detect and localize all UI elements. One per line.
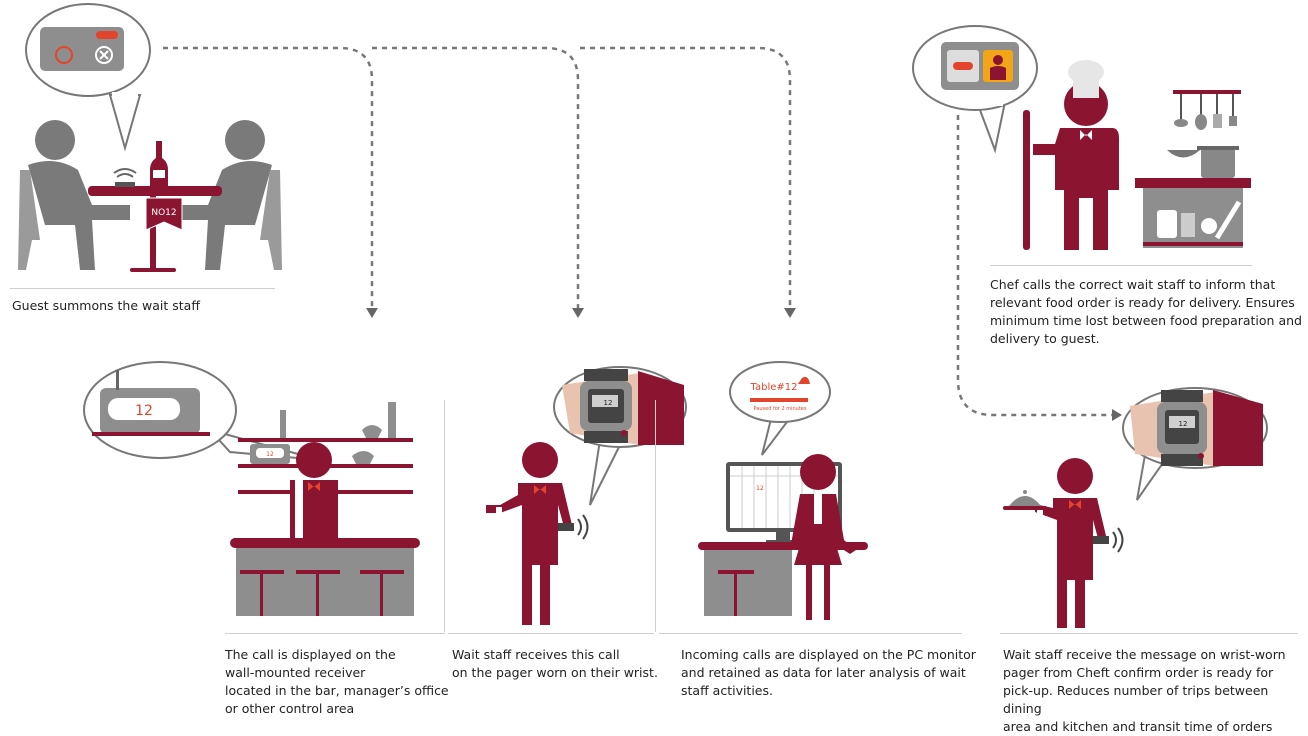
pc-caption-line: Incoming calls are displayed on the PC m… bbox=[681, 647, 976, 662]
guest-left bbox=[18, 120, 130, 270]
popup-subtitle: Paused for 2 minutes bbox=[754, 406, 807, 412]
delivery-waiter-figure bbox=[1035, 458, 1124, 628]
bartender-figure bbox=[290, 442, 338, 540]
pc-popup-bubble bbox=[729, 361, 831, 456]
chef-caption-line: Chef calls the correct wait staff to inf… bbox=[990, 277, 1276, 292]
arrow-head-4 bbox=[1112, 409, 1122, 421]
pc-divider bbox=[659, 633, 962, 634]
bar-caption-line: The call is displayed on the bbox=[225, 647, 396, 662]
chef-caption-line: minimum time lost between food preparati… bbox=[990, 313, 1302, 328]
delivery-scene: 12 bbox=[1003, 387, 1268, 628]
guest-right bbox=[170, 120, 282, 270]
column-divider-1 bbox=[444, 400, 445, 632]
waiter-caption-line: Wait staff receives this call bbox=[452, 647, 620, 662]
waiter-divider bbox=[448, 633, 654, 634]
bar-caption-line: wall-mounted receiver bbox=[225, 665, 366, 680]
serving-tray bbox=[1003, 490, 1047, 510]
pc-caption-line: staff activities. bbox=[681, 683, 773, 698]
chef-caption-line: relevant food order is ready for deliver… bbox=[990, 295, 1295, 310]
table-tag-number: NO12 bbox=[151, 208, 176, 218]
bar-divider bbox=[225, 633, 445, 634]
guest-caption: Guest summons the wait staff bbox=[12, 298, 200, 313]
bar-scene: 12 12 bbox=[83, 361, 420, 616]
wrist-watch bbox=[562, 369, 684, 445]
delivery-caption-line: area and kitchen and transit time of ord… bbox=[1003, 719, 1273, 734]
waiter-caption: Wait staff receives this call on the pag… bbox=[452, 646, 658, 682]
chef-caption: Chef calls the correct wait staff to inf… bbox=[990, 276, 1302, 348]
waiter-figure bbox=[486, 442, 589, 625]
watch-display: 12 bbox=[604, 399, 613, 407]
pc-counter bbox=[698, 542, 868, 616]
waiter-caption-line: on the pager worn on their wrist. bbox=[452, 665, 658, 680]
delivery-caption-line: pager from Cheft confirm order is ready … bbox=[1003, 665, 1274, 680]
delivery-wrist-watch bbox=[1130, 390, 1263, 466]
small-receiver-number: 12 bbox=[266, 451, 274, 458]
bar-caption-line: or other control area bbox=[225, 701, 355, 716]
popup-title: Table#12 bbox=[750, 382, 798, 393]
monitor-cell: 12 bbox=[756, 485, 764, 492]
chef-caption-line: delivery to guest. bbox=[990, 331, 1100, 346]
chef-scene bbox=[912, 25, 1251, 250]
column-divider-2 bbox=[655, 400, 656, 632]
delivery-divider bbox=[1000, 633, 1298, 634]
pc-caption: Incoming calls are displayed on the PC m… bbox=[681, 646, 976, 700]
delivery-caption: Wait staff receive the message on wrist-… bbox=[1003, 646, 1308, 736]
bar-caption-line: located in the bar, manager’s office bbox=[225, 683, 449, 698]
arrow-head-3 bbox=[784, 308, 796, 318]
waiter-scene: 12 bbox=[486, 366, 687, 625]
guest-divider bbox=[10, 288, 275, 289]
delivery-caption-line: pick-up. Reduces number of trips between… bbox=[1003, 683, 1269, 716]
chef-transmitter bbox=[941, 42, 1019, 90]
bar-counter bbox=[230, 538, 420, 616]
arrow-head-2 bbox=[572, 308, 584, 318]
delivery-watch-display: 12 bbox=[1179, 420, 1188, 428]
pc-caption-line: and retained as data for later analysis … bbox=[681, 665, 966, 680]
delivery-caption-line: Wait staff receive the message on wrist-… bbox=[1003, 647, 1286, 662]
pc-scene: Table#12 Paused for 2 minutes 12 bbox=[698, 361, 868, 620]
chef-figure bbox=[1023, 60, 1119, 250]
chef-divider bbox=[990, 265, 1252, 266]
bar-caption: The call is displayed on the wall-mounte… bbox=[225, 646, 449, 718]
wall-receiver bbox=[92, 370, 210, 436]
call-button-device bbox=[40, 27, 124, 71]
receiver-number: 12 bbox=[135, 403, 153, 419]
kitchen-utensils bbox=[1135, 90, 1251, 248]
arrow-head-1 bbox=[366, 308, 378, 318]
guest-scene: NO12 bbox=[18, 3, 282, 272]
dining-table bbox=[88, 141, 222, 272]
